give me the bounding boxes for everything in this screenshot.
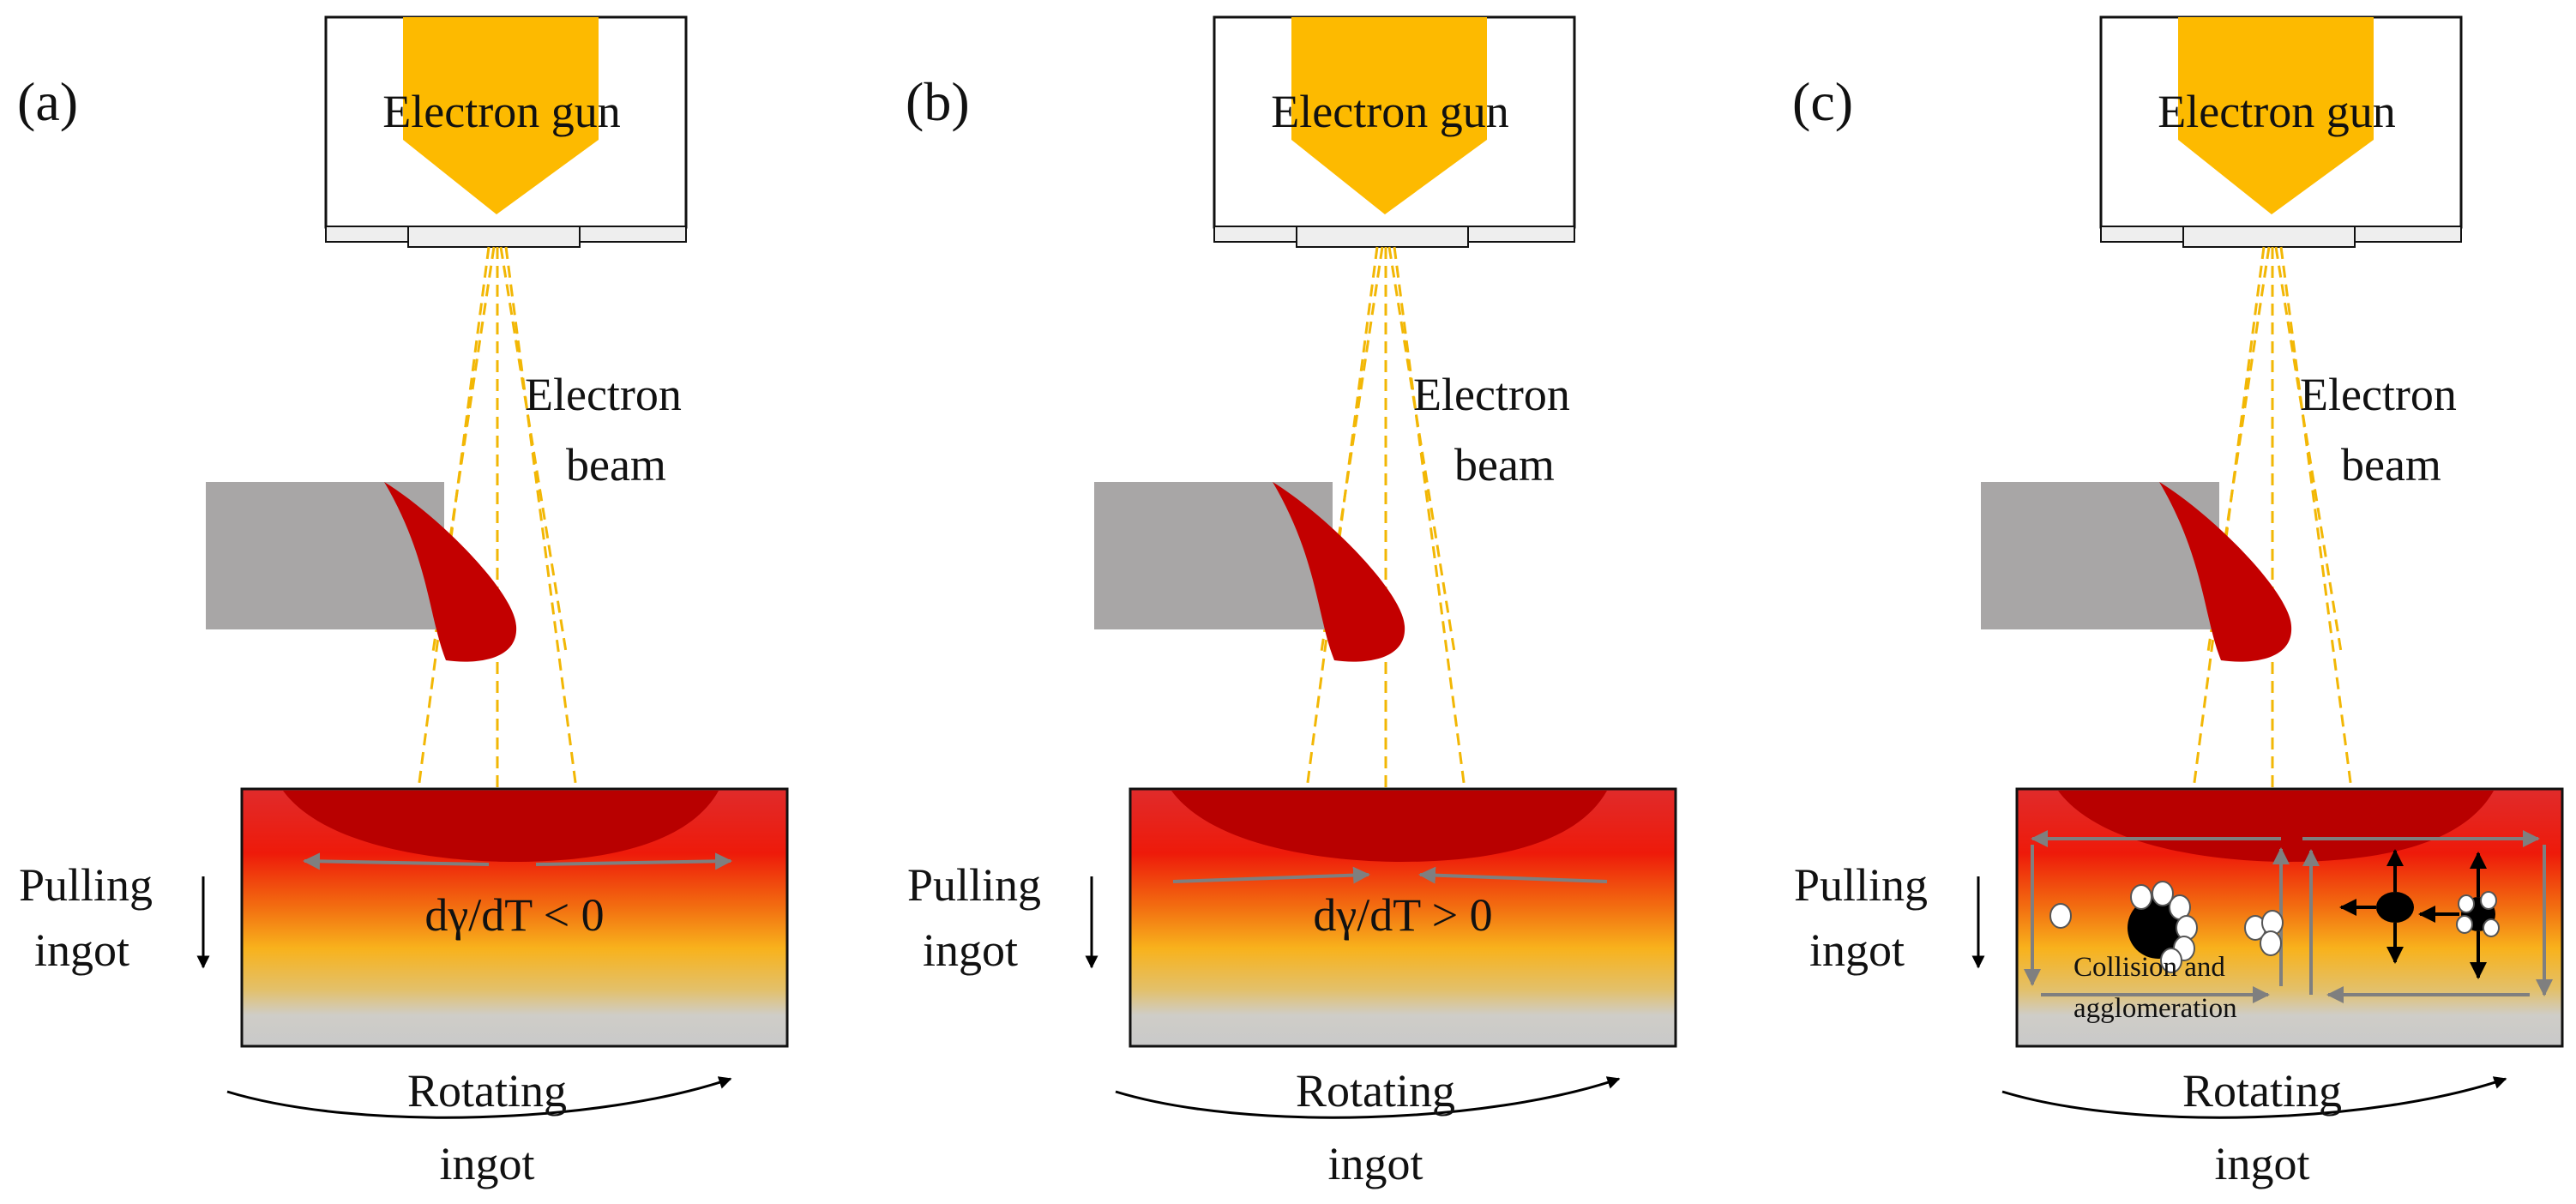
panel-label: (c)	[1792, 71, 1853, 132]
beam-label-line1: Electron	[1413, 369, 1570, 420]
panel-c: (c) Electron gun Electron beam	[1792, 15, 2564, 1189]
pulling-label-line1: Pulling	[907, 859, 1041, 911]
electron-gun: Electron gun	[1213, 15, 1576, 248]
gun-label: Electron gun	[382, 86, 620, 137]
rotating-label-line2: ingot	[2214, 1138, 2309, 1189]
ingot	[2015, 787, 2564, 1048]
pulling-label-line1: Pulling	[19, 859, 153, 911]
pulling-label-line2: ingot	[923, 924, 1018, 976]
gun-label: Electron gun	[2158, 86, 2395, 137]
rotating-arrow	[2001, 1076, 2507, 1119]
marangoni-equation: dγ/dT < 0	[424, 889, 604, 941]
rotating-label-line1: Rotating	[2182, 1065, 2342, 1117]
panel-label: (a)	[17, 71, 78, 132]
panel-label: (b)	[906, 71, 970, 132]
gun-cone	[403, 17, 599, 214]
rotating-label-line1: Rotating	[1296, 1065, 1455, 1117]
rotating-arrow	[1115, 1076, 1621, 1119]
beam-label-line1: Electron	[2300, 369, 2457, 420]
molten-droplet	[384, 482, 517, 662]
annotation-line2: agglomeration	[2073, 993, 2237, 1024]
annotation-line1: Collision and	[2073, 952, 2225, 983]
ingot	[240, 787, 789, 1048]
gun-cone	[2178, 17, 2374, 214]
pulling-label-line2: ingot	[34, 924, 129, 976]
inclusions	[2049, 881, 2500, 973]
gun-label: Electron gun	[1271, 86, 1508, 137]
pulling-label-line2: ingot	[1809, 924, 1905, 976]
rotating-label-line1: Rotating	[407, 1065, 567, 1117]
vortex-flow	[2024, 830, 2553, 1003]
beam-label-line2: beam	[566, 439, 666, 491]
electron-gun: Electron gun	[324, 15, 688, 248]
ingot	[1129, 787, 1677, 1048]
molten-droplet	[2159, 482, 2292, 662]
inclusion-medium	[2376, 892, 2414, 923]
rotating-arrow	[226, 1076, 732, 1119]
beam-label-line2: beam	[2341, 439, 2441, 491]
molten-droplet	[1273, 482, 1405, 662]
melt-pool	[1171, 791, 1607, 862]
pulling-label-line1: Pulling	[1794, 859, 1928, 911]
marangoni-equation: dγ/dT > 0	[1313, 889, 1492, 941]
panel-a: (a) Electron gun Electron beam	[17, 15, 789, 1189]
surface-flow	[1172, 866, 1608, 884]
beam-label-line2: beam	[1454, 439, 1555, 491]
melt-pool	[2058, 791, 2494, 862]
panel-b: (b) Electron gun Electron beam d	[906, 15, 1677, 1189]
rotating-label-line2: ingot	[1327, 1138, 1423, 1189]
gun-cone	[1291, 17, 1487, 214]
surface-flow	[303, 852, 732, 870]
rotating-label-line2: ingot	[439, 1138, 534, 1189]
motion-arrows	[2339, 849, 2487, 979]
electron-gun: Electron gun	[2099, 15, 2463, 248]
melt-pool	[283, 791, 719, 862]
beam-label-line1: Electron	[525, 369, 682, 420]
inclusion-small-cluster	[2456, 891, 2500, 937]
